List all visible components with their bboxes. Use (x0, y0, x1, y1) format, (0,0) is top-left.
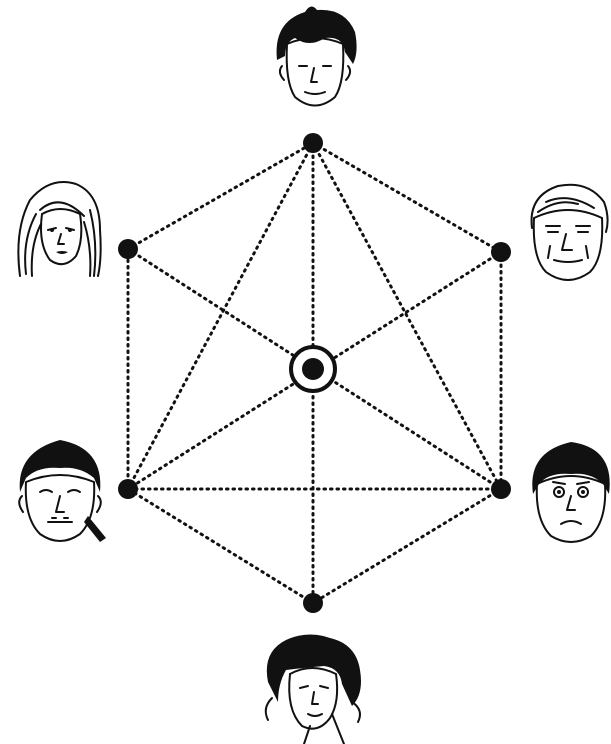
edge-lower-left-top (128, 143, 313, 489)
node-upper-right (491, 242, 511, 262)
node-bottom (303, 593, 323, 613)
edge-top-lower-right (313, 143, 501, 489)
older-man-portrait-icon (532, 185, 608, 280)
long-haired-woman-portrait-icon (18, 182, 100, 276)
frowning-man-portrait-icon (532, 442, 609, 542)
curly-haired-woman-portrait-icon (266, 634, 361, 744)
node-lower-right (491, 479, 511, 499)
young-man-portrait-icon (277, 6, 357, 105)
node-upper-left (118, 239, 138, 259)
man-with-cap-portrait-icon (19, 440, 106, 542)
edge-lower-right-bottom (313, 489, 501, 603)
edge-top-upper-right (313, 143, 501, 252)
center-target-icon (291, 347, 335, 391)
node-top (303, 133, 323, 153)
node-lower-left (118, 479, 138, 499)
edge-bottom-lower-left (128, 489, 313, 603)
